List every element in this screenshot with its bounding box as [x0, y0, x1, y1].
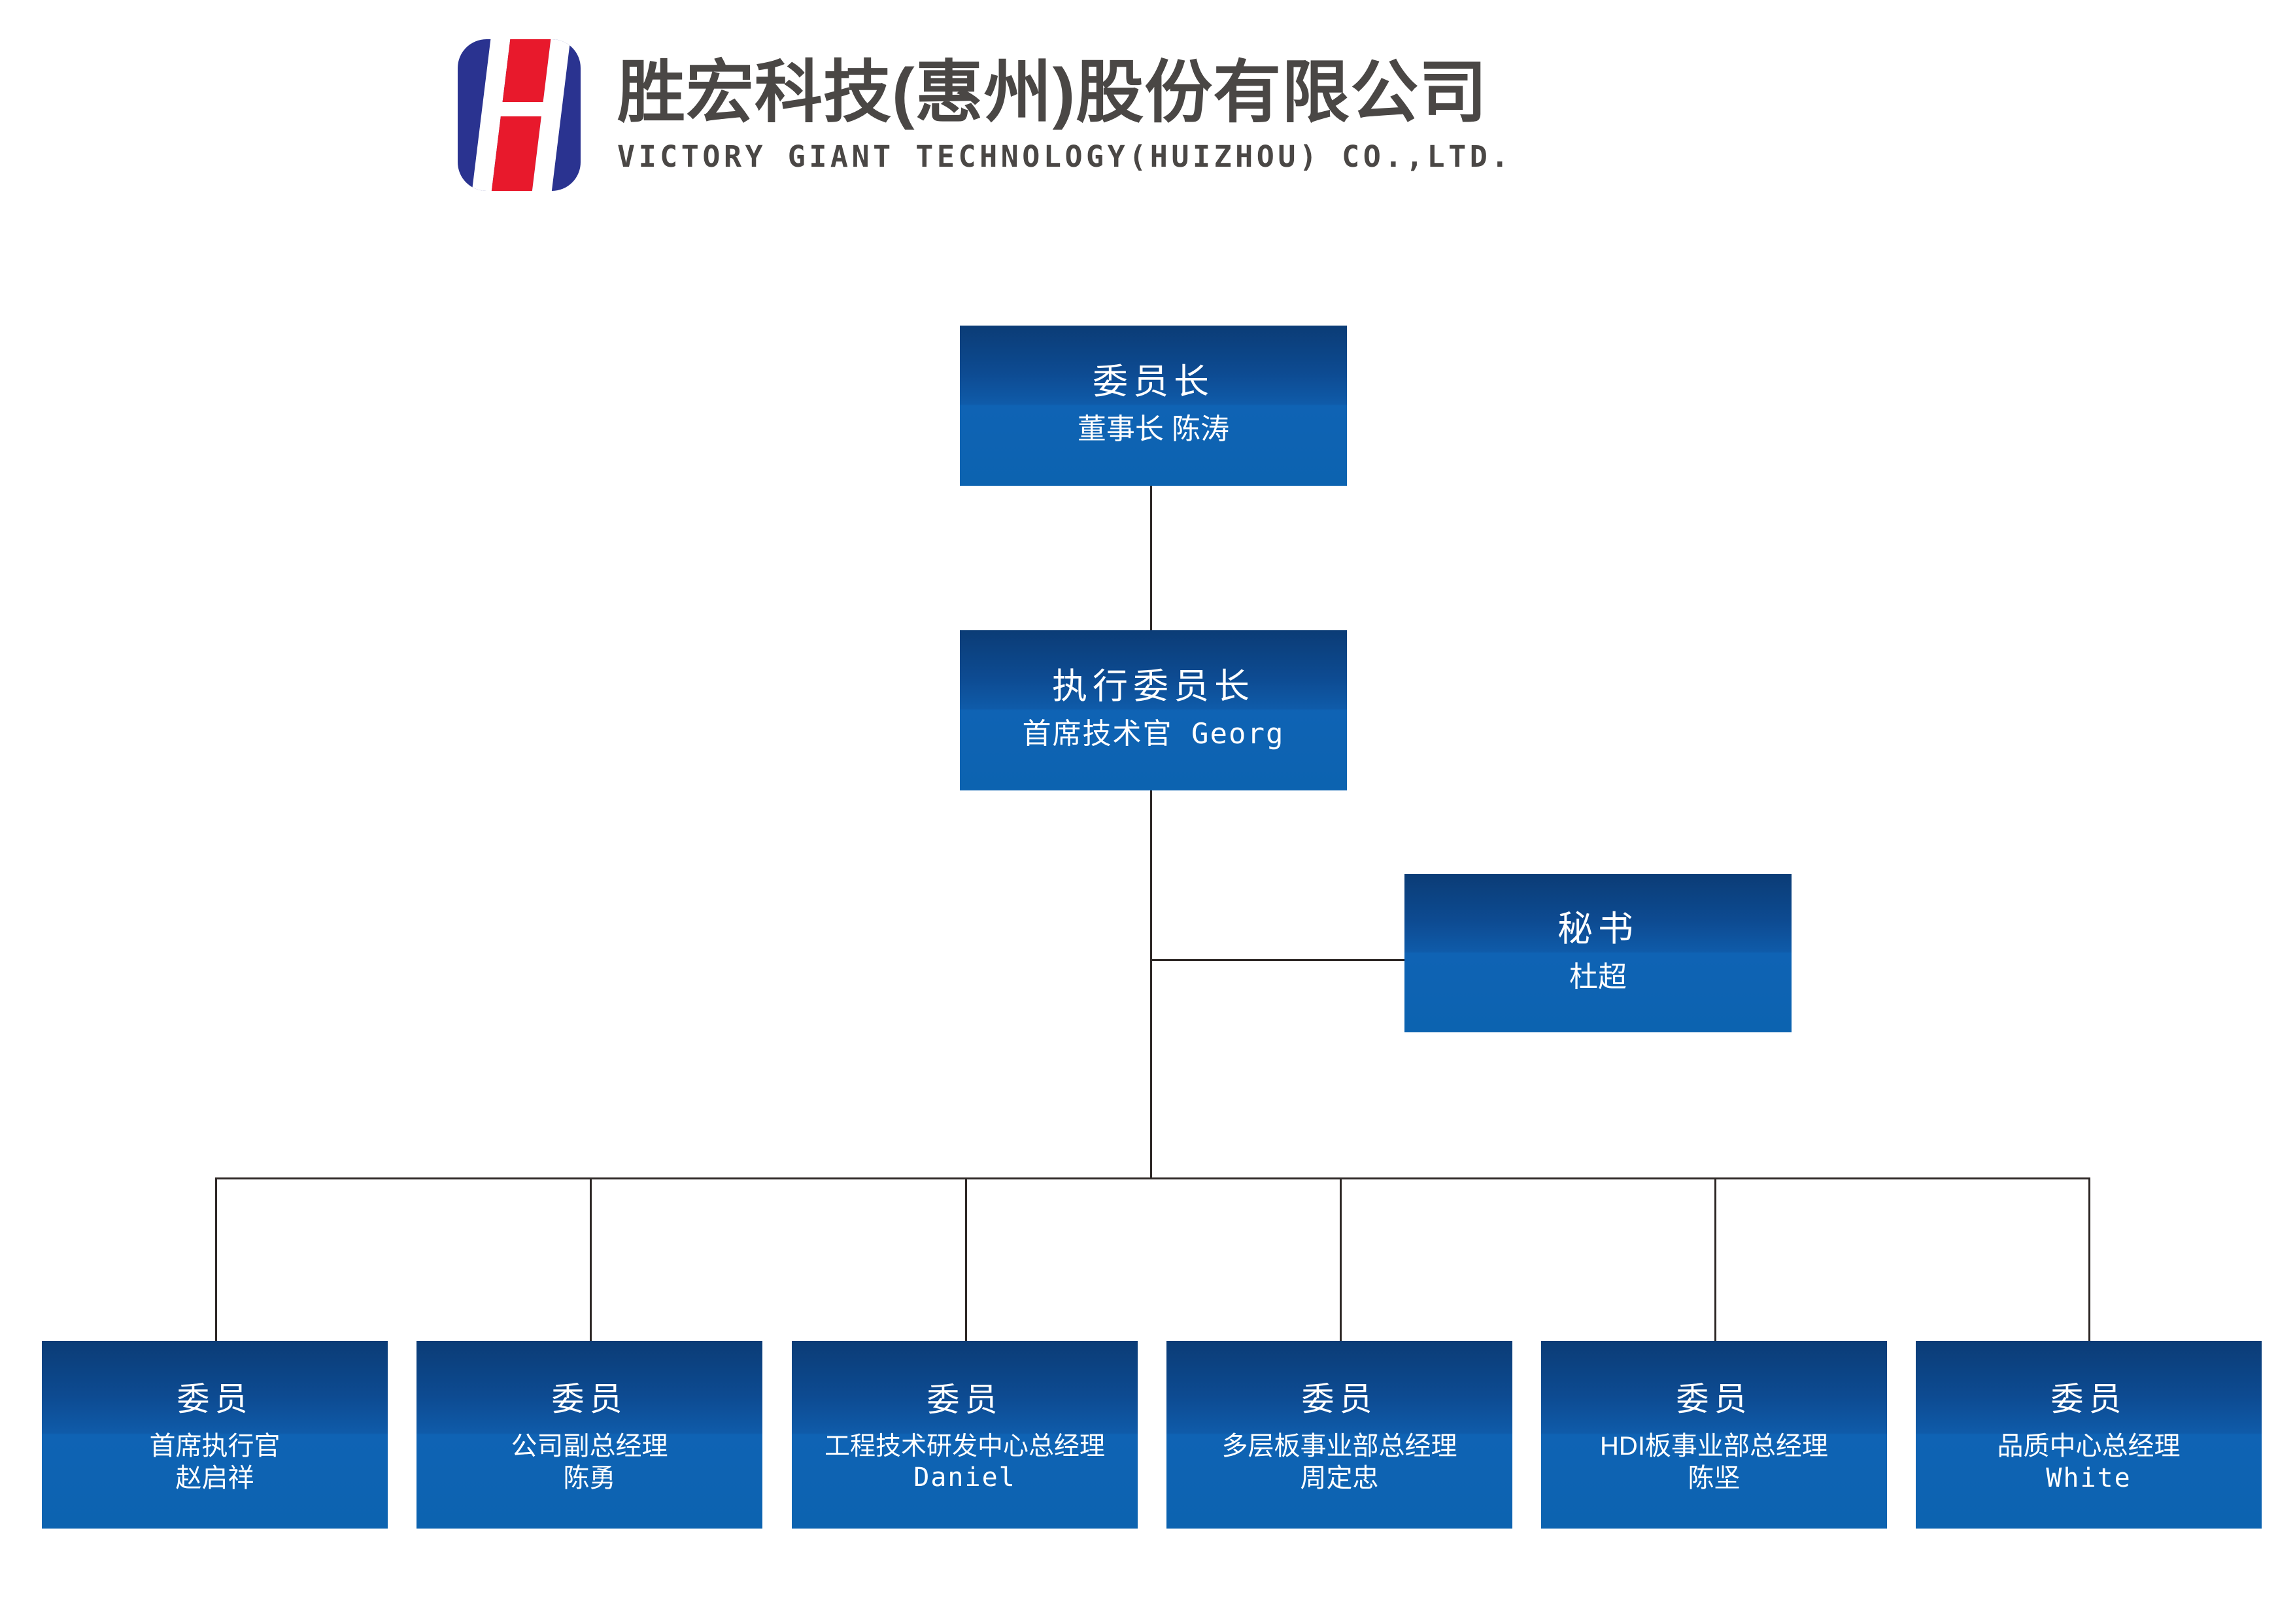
- company-name-en: VICTORY GIANT TECHNOLOGY(HUIZHOU) CO.,LT…: [617, 139, 1512, 174]
- connector-drop-member-1: [215, 1177, 217, 1341]
- node-member-5-title: 委员: [1676, 1381, 1752, 1418]
- connector-drop-member-6: [2088, 1177, 2090, 1341]
- node-secretary-subtitle: 杜超: [1569, 960, 1627, 993]
- node-member-4-name: 周定忠: [1300, 1464, 1379, 1493]
- company-name-cn: 胜宏科技(惠州)股份有限公司: [617, 55, 1488, 131]
- node-member-5-name: 陈坚: [1688, 1464, 1741, 1493]
- connector-drop-member-2: [590, 1177, 592, 1341]
- node-member-4-role: 多层板事业部总经理: [1221, 1432, 1457, 1461]
- node-executive-subtitle: 首席技术官 Georg: [1022, 717, 1285, 751]
- node-member-6-title: 委员: [2050, 1381, 2127, 1418]
- connector-executive-trunk: [1150, 790, 1152, 1179]
- node-member-5-role: HDI板事业部总经理: [1600, 1432, 1828, 1461]
- company-logo-icon: [458, 39, 581, 191]
- node-member-6-name: White: [2046, 1463, 2132, 1493]
- node-member-2[interactable]: 委员 公司副总经理 陈勇: [416, 1341, 762, 1529]
- node-member-1-title: 委员: [177, 1381, 253, 1418]
- company-header: 胜宏科技(惠州)股份有限公司 VICTORY GIANT TECHNOLOGY(…: [458, 39, 1512, 191]
- node-executive[interactable]: 执行委员长 首席技术官 Georg: [960, 630, 1347, 790]
- node-chairman[interactable]: 委员长 董事长 陈涛: [960, 326, 1347, 486]
- node-secretary[interactable]: 秘书 杜超: [1404, 874, 1792, 1032]
- node-secretary-title: 秘书: [1557, 909, 1639, 949]
- node-member-3-name: Daniel: [913, 1463, 1016, 1493]
- node-member-4-title: 委员: [1301, 1381, 1378, 1418]
- node-member-3[interactable]: 委员 工程技术研发中心总经理 Daniel: [792, 1341, 1138, 1529]
- node-member-3-role: 工程技术研发中心总经理: [824, 1432, 1105, 1461]
- node-chairman-title: 委员长: [1093, 362, 1214, 401]
- node-member-5[interactable]: 委员 HDI板事业部总经理 陈坚: [1541, 1341, 1887, 1529]
- node-member-3-title: 委员: [926, 1381, 1003, 1418]
- node-member-6[interactable]: 委员 品质中心总经理 White: [1916, 1341, 2262, 1529]
- connector-drop-member-5: [1714, 1177, 1716, 1341]
- node-member-1-role: 首席执行官: [149, 1432, 280, 1461]
- node-member-6-role: 品质中心总经理: [1997, 1432, 2181, 1461]
- node-member-1[interactable]: 委员 首席执行官 赵启祥: [42, 1341, 388, 1529]
- company-name-block: 胜宏科技(惠州)股份有限公司 VICTORY GIANT TECHNOLOGY(…: [617, 55, 1512, 174]
- connector-drop-member-4: [1340, 1177, 1342, 1341]
- connector-member-bus: [215, 1177, 2090, 1179]
- node-member-4[interactable]: 委员 多层板事业部总经理 周定忠: [1166, 1341, 1512, 1529]
- node-member-2-name: 陈勇: [563, 1464, 616, 1493]
- connector-drop-member-3: [965, 1177, 967, 1341]
- node-chairman-subtitle: 董事长 陈涛: [1077, 413, 1230, 446]
- node-executive-title: 执行委员长: [1052, 666, 1255, 706]
- node-member-2-title: 委员: [551, 1381, 628, 1418]
- connector-executive-to-secretary: [1150, 959, 1415, 961]
- connector-chairman-to-executive: [1150, 485, 1152, 630]
- node-member-2-role: 公司副总经理: [511, 1432, 668, 1461]
- node-member-1-name: 赵启祥: [175, 1464, 254, 1493]
